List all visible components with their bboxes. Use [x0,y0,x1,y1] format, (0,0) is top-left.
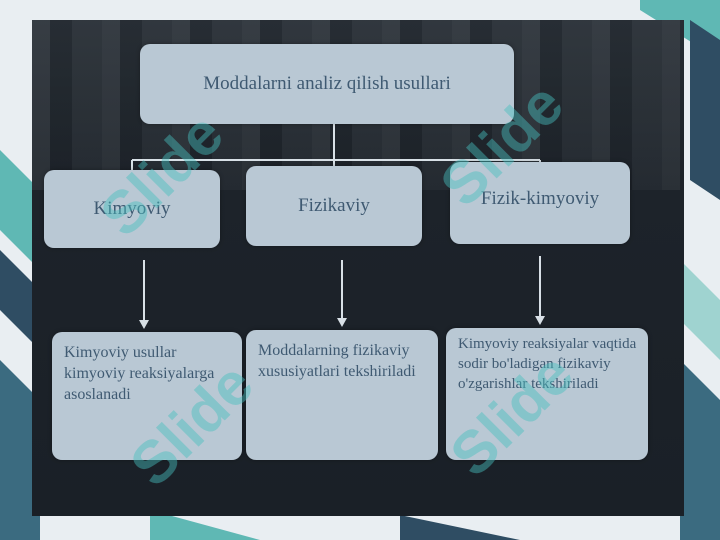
connector-lines [131,124,545,329]
root-label: Moddalarni analiz qilish usullari [203,73,451,94]
description-3-text: Kimyoviy reaksiyalar vaqtida sodir bo'la… [458,336,637,392]
branch-1-title: Kimyoviy [93,198,171,219]
description-2-text: Moddalarning fizikaviy xususiyatlari tek… [258,342,416,380]
root-node: Moddalarni analiz qilish usullari [140,44,514,124]
description-1-text: Kimyoviy usullar kimyoviy reaksiyalarga … [64,344,215,403]
branch-node-3: Fizik-kimyoviy [450,162,630,244]
description-node-1: Kimyoviy usullar kimyoviy reaksiyalarga … [52,332,242,460]
description-node-2: Moddalarning fizikaviy xususiyatlari tek… [246,330,438,460]
description-node-3: Kimyoviy reaksiyalar vaqtida sodir bo'la… [446,328,648,460]
branch-node-2: Fizikaviy [246,166,422,246]
slide: Moddalarni analiz qilish usullari Kimyov… [32,20,684,516]
branch-2-title: Fizikaviy [298,195,370,216]
branch-3-title: Fizik-kimyoviy [480,188,600,209]
branch-node-1: Kimyoviy [44,170,220,248]
